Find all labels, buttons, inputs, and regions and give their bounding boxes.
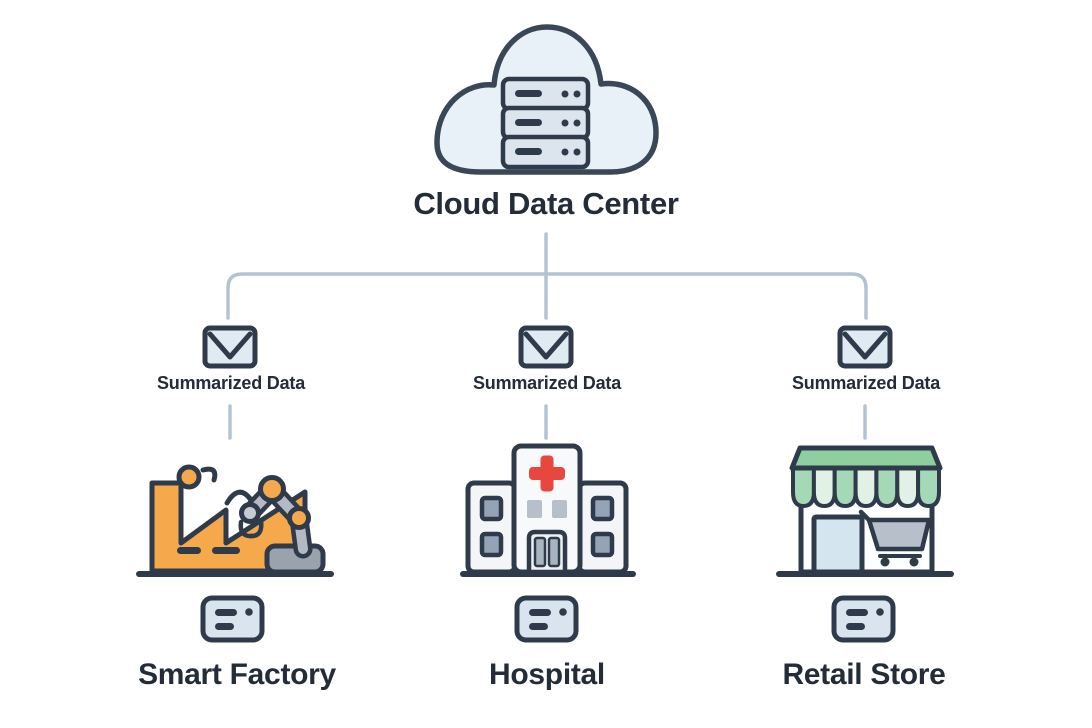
shopping-cart-icon [858, 509, 932, 567]
edge-device-icon [517, 598, 576, 640]
edge-device-icon [203, 598, 262, 640]
storefront-icon [776, 445, 954, 577]
hospital-building-icon [460, 443, 636, 577]
summarized-data-label: Summarized Data [472, 373, 622, 393]
cloud-server-icon [434, 24, 659, 175]
factory-robot-icon [136, 464, 334, 577]
edge-device-icon [834, 598, 893, 640]
node-label-smart-factory: Smart Factory [138, 658, 336, 691]
node-label-hospital: Hospital [489, 658, 605, 691]
robot-arm-icon [238, 475, 326, 575]
awning-icon [789, 445, 943, 509]
envelope-icon [521, 328, 571, 366]
server-rack-icon [500, 76, 591, 170]
red-cross-icon [529, 455, 565, 492]
connector-lines [226, 232, 868, 440]
envelope-icon [840, 328, 890, 366]
store-door [811, 514, 865, 575]
node-label-retail-store: Retail Store [782, 658, 946, 691]
cloud-title: Cloud Data Center [413, 186, 679, 221]
envelope-icon [205, 328, 255, 366]
summarized-data-label: Summarized Data [791, 373, 941, 393]
summarized-data-label: Summarized Data [156, 373, 306, 393]
